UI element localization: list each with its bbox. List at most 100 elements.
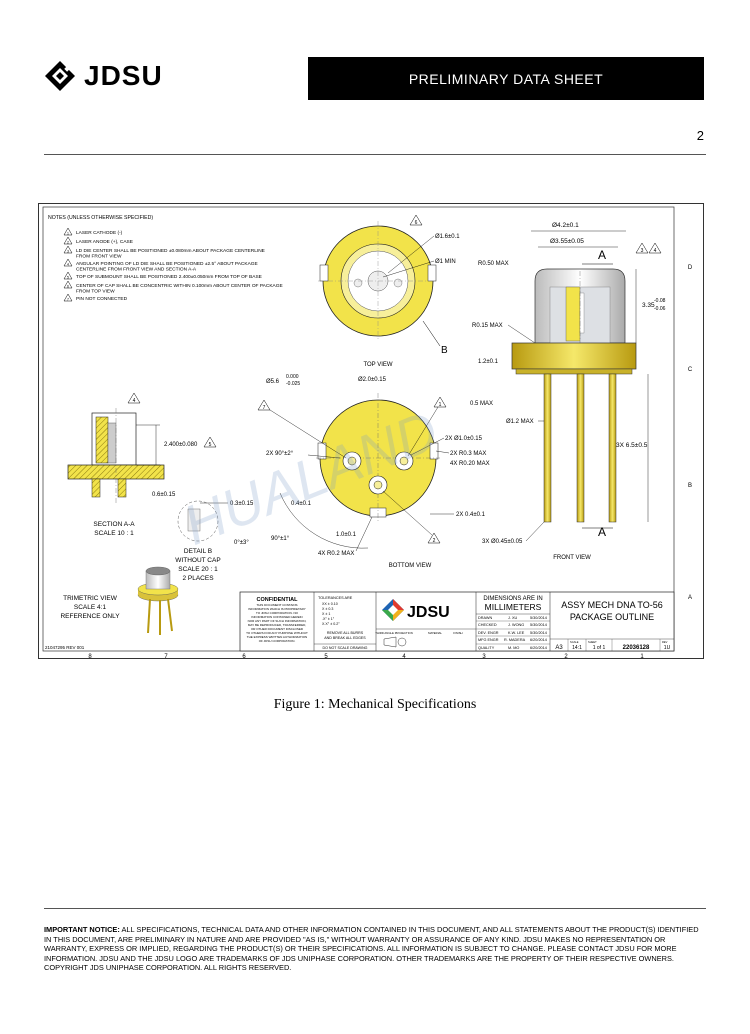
note-row: 6 CENTER OF CAP SHALL BE CONCENTRIC WITHI…	[63, 280, 283, 289]
tolerance-line: .X° ± 1°	[322, 617, 335, 621]
row-role: MFG ENGR	[478, 638, 499, 642]
dim-d24: 2X 0.4±0.1	[456, 512, 486, 518]
dim-top-d1min: Ø1 MIN	[435, 259, 456, 265]
row-name: R. MADERA	[504, 638, 526, 642]
note-num: 6	[67, 284, 69, 288]
callout-7: 7	[263, 405, 266, 411]
callout-6: 6	[415, 220, 418, 226]
tb-scale-label: SCALE	[570, 640, 579, 644]
zone-labels-bottom: 8 7 6 5 4 3 2 1	[88, 654, 644, 659]
detail-places: 2 PLACES	[182, 575, 214, 582]
tb-dims-in: DIMENSIONS ARE IN	[483, 596, 542, 602]
tb-rev-label: REV	[662, 640, 668, 644]
note-text: CENTERLINE FROM FRONT VIEW AND SECTION A…	[76, 267, 197, 273]
notice-text: ALL SPECIFICATIONS, TECHNICAL DATA AND O…	[44, 925, 699, 973]
tri-title: TRIMETRIC VIEW	[63, 595, 118, 602]
zone-5: 5	[324, 654, 328, 659]
important-notice: IMPORTANT NOTICE: ALL SPECIFICATIONS, TE…	[44, 925, 706, 973]
row-name: K.W. LEE	[508, 631, 525, 635]
title-block: CONFIDENTIAL THIS DOCUMENT CONTAINS INFO…	[239, 591, 675, 652]
note-text: FROM FRONT VIEW	[76, 254, 122, 260]
row-date: 5/30/2014	[530, 623, 547, 627]
callout-1: 1	[439, 402, 442, 408]
banner-title: PRELIMINARY DATA SHEET	[408, 70, 604, 87]
note-text: CENTER OF CAP SHALL BE CONCENTRIC WITHIN…	[76, 283, 283, 289]
tolerances-list: XX ± 0.10 X ± 0.3 X ± 1 .X° ± 1° X.X° ± …	[322, 602, 340, 626]
trimetric-view: TRIMETRIC VIEW SCALE 4:1 REFERENCE ONLY	[60, 566, 179, 635]
callout-4b: 4	[654, 248, 657, 254]
dim-h335: 3.35	[642, 302, 655, 309]
dim-d56-tol-up: 0.000	[286, 374, 299, 380]
label-a-top: A	[598, 248, 606, 262]
note-num: 3	[67, 249, 69, 253]
notice-label: IMPORTANT NOTICE:	[44, 925, 120, 934]
drawing-number-left: 21047295 REV 001	[45, 645, 85, 650]
row-role: DEV. ENGR	[478, 631, 499, 635]
jdsu-diamond-logo-icon	[45, 61, 75, 91]
tb-title-line1: ASSY MECH DNA TO-56	[561, 600, 663, 610]
mechanical-drawing: D C B A 8 7 6 5 4 3 2 1 NOTES (UNLESS OT…	[38, 203, 704, 659]
footer-divider	[44, 908, 706, 909]
note-num: 1	[67, 231, 69, 235]
zone-6: 6	[242, 654, 246, 659]
section-title: SECTION A-A	[93, 521, 135, 528]
bottom-view: Ø5.6 0.000 -0.025 Ø2.0±0.15 2X 90°±2° 2X…	[257, 374, 490, 569]
confidential-line: NOR ANY PART OF SUCH INFORMATION,	[248, 619, 307, 623]
confidential-line: MAY BE REPRODUCED, TRANSFERRED,	[248, 623, 306, 627]
logo-wordmark: JDSU	[84, 60, 163, 91]
tb-title-line2: PACKAGE OUTLINE	[570, 612, 654, 622]
tb-size: A3	[555, 645, 563, 651]
remove-burrs: REMOVE ALL BURRS	[327, 631, 364, 635]
dim-h05: 0.5 MAX	[470, 401, 493, 407]
front-view-label: FRONT VIEW	[553, 555, 591, 561]
detail-b: 0.3±0.15 0°±3° DETAIL B WITHOUT CAP SCAL…	[175, 500, 254, 582]
dim-pcd: 2X 90°±2°	[266, 451, 294, 457]
tb-scale: 14:1	[572, 645, 582, 651]
dim-d56: Ø5.6	[266, 379, 280, 385]
note-text: PIN NOT CONNECTED	[76, 296, 128, 302]
tb-partno: 22036128	[623, 645, 650, 651]
bottom-view-label: BOTTOM VIEW	[389, 563, 432, 569]
zone-3: 3	[482, 654, 486, 659]
row-role: CHECKED	[478, 623, 497, 627]
tb-sheet-label: SHEET	[588, 640, 597, 644]
row-date: 6/20/2014	[530, 638, 547, 642]
callout-3: 3	[641, 248, 644, 254]
zone-c: C	[688, 367, 693, 373]
callout-2: 2	[433, 538, 436, 544]
dim-r02b: 4X R0.2 MAX	[318, 551, 354, 557]
zone-d: D	[688, 265, 693, 271]
dim-h335-dn: -0.06	[654, 306, 666, 312]
label-b: B	[441, 345, 448, 356]
tb-rev: 1U	[664, 645, 671, 651]
note-text: TOP OF SUBMOUNT SHALL BE POSITIONED 2.40…	[76, 274, 262, 280]
top-view: B Ø1.6±0.1 Ø1 MIN 6 TOP VIEW	[318, 214, 460, 368]
tb-sheet: 1 of 1	[593, 645, 606, 651]
row-date: 5/30/2014	[530, 616, 547, 620]
dim-r03: 2X R0.3 MAX	[450, 451, 486, 457]
dim-hole: 2X Ø1.0±0.15	[445, 436, 483, 442]
detail-title: DETAIL B	[184, 548, 212, 555]
notes-title: NOTES (UNLESS OTHERWISE SPECIFIED)	[48, 215, 153, 221]
dim-d04: 0.4±0.1	[291, 501, 312, 507]
dim-d10: 1.0±0.1	[336, 532, 357, 538]
section-scale: SCALE 10 : 1	[94, 530, 134, 537]
dim-d355: Ø3.55±0.05	[550, 238, 584, 245]
do-not-scale: DO NOT SCALE DRAWING	[323, 646, 368, 650]
zone-1: 1	[640, 654, 644, 659]
jdsu-logo: JDSU	[44, 60, 163, 92]
tolerances-title: TOLERANCES ARE	[318, 596, 353, 600]
dim-r02a: 4X R0.20 MAX	[450, 461, 490, 467]
note-num: 2	[67, 240, 69, 244]
break-edges: AND BREAK ALL EDGES	[324, 636, 366, 640]
dim-h335-up: -0.08	[654, 298, 666, 304]
tolerance-line: XX ± 0.10	[322, 602, 338, 606]
confidential-text: THIS DOCUMENT CONTAINS INFORMATION WHICH…	[246, 603, 308, 643]
tb-finish: FINISH	[453, 631, 462, 635]
dim-pin-d: 3X Ø0.45±0.05	[482, 539, 523, 545]
